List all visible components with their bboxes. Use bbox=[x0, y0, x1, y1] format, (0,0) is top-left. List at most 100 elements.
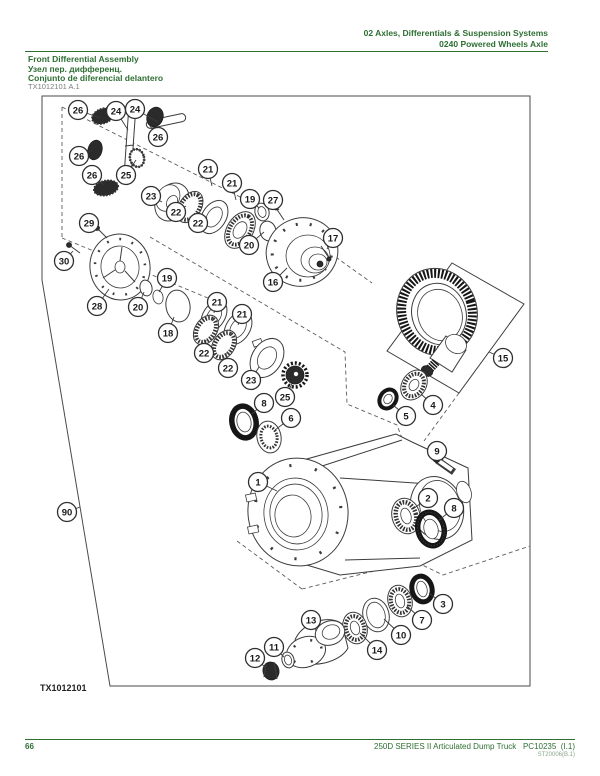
callout-number-23: 23 bbox=[246, 375, 257, 386]
callout-number-3: 3 bbox=[440, 599, 445, 610]
callout-number-11: 11 bbox=[269, 642, 280, 653]
callout-number-15: 15 bbox=[498, 353, 509, 364]
callout-number-4: 4 bbox=[430, 400, 436, 411]
callout-number-13: 13 bbox=[306, 615, 317, 626]
callout-number-24: 24 bbox=[130, 104, 141, 115]
callout-number-28: 28 bbox=[92, 301, 103, 312]
callout-number-22: 22 bbox=[223, 363, 234, 374]
footer-page-number: 66 bbox=[25, 742, 34, 751]
callout-2 bbox=[417, 487, 439, 509]
callout-8 bbox=[443, 497, 465, 519]
callout-22 bbox=[165, 201, 187, 223]
callout-25 bbox=[274, 386, 296, 408]
callout-15 bbox=[492, 347, 514, 369]
callout-number-10: 10 bbox=[396, 630, 407, 641]
callout-23 bbox=[240, 369, 262, 391]
callout-12 bbox=[244, 647, 266, 669]
callout-number-20: 20 bbox=[244, 240, 255, 251]
callout-8 bbox=[253, 392, 275, 414]
callout-24 bbox=[124, 98, 146, 120]
callout-number-25: 25 bbox=[121, 170, 132, 181]
figure-reference: TX1012101 A.1 bbox=[28, 82, 80, 91]
part-4-5-bearing-seal bbox=[377, 369, 428, 411]
callout-3 bbox=[432, 593, 454, 615]
diagram-frame bbox=[41, 95, 531, 687]
title-block: Front Differential Assembly Узел пер. ди… bbox=[28, 54, 164, 84]
footer-model: 250D SERIES II Articulated Dump Truck bbox=[374, 742, 517, 751]
callout-16 bbox=[262, 271, 284, 293]
callout-number-16: 16 bbox=[268, 277, 279, 288]
callout-number-22: 22 bbox=[171, 207, 182, 218]
callout-number-23: 23 bbox=[146, 191, 157, 202]
callout-number-26: 26 bbox=[73, 105, 84, 116]
callout-number-1: 1 bbox=[255, 477, 261, 488]
callout-number-26: 26 bbox=[74, 151, 85, 162]
callout-22 bbox=[187, 212, 209, 234]
callout-number-9: 9 bbox=[434, 446, 439, 457]
footer-issue: (I.1) bbox=[560, 742, 575, 751]
callout-19 bbox=[239, 188, 261, 210]
callout-23 bbox=[140, 185, 162, 207]
callout-7 bbox=[411, 609, 433, 631]
part-spider-group bbox=[87, 106, 187, 197]
figure-label: TX1012101 bbox=[40, 683, 87, 693]
callout-21 bbox=[206, 291, 228, 313]
part-2-8-bearing-seal bbox=[391, 497, 448, 549]
callout-number-19: 19 bbox=[245, 194, 256, 205]
callout-27 bbox=[262, 189, 284, 211]
callout-19 bbox=[156, 267, 178, 289]
callout-26 bbox=[81, 164, 103, 186]
footer-rule bbox=[25, 739, 575, 740]
callout-18 bbox=[157, 322, 179, 344]
callout-number-7: 7 bbox=[419, 615, 424, 626]
page-number: 66 bbox=[25, 742, 34, 751]
callout-number-21: 21 bbox=[237, 309, 248, 320]
callout-13 bbox=[300, 609, 322, 631]
callout-22 bbox=[193, 342, 215, 364]
callout-22 bbox=[217, 357, 239, 379]
callout-number-27: 27 bbox=[268, 195, 279, 206]
callout-number-19: 19 bbox=[162, 273, 173, 284]
callout-1 bbox=[247, 471, 269, 493]
callout-number-8: 8 bbox=[451, 503, 456, 514]
callout-11 bbox=[263, 636, 285, 658]
callout-26 bbox=[147, 126, 169, 148]
callout-21 bbox=[197, 158, 219, 180]
callout-6 bbox=[280, 407, 302, 429]
footer-stamp: ST20006(B.1) bbox=[537, 752, 575, 758]
callout-26 bbox=[67, 99, 89, 121]
running-header: 02 Axles, Differentials & Suspension Sys… bbox=[250, 28, 548, 50]
callout-number-90: 90 bbox=[62, 507, 73, 518]
callout-29 bbox=[78, 212, 100, 234]
callout-20 bbox=[238, 234, 260, 256]
callout-25 bbox=[115, 164, 137, 186]
callout-26 bbox=[68, 145, 90, 167]
callout-number-2: 2 bbox=[425, 493, 430, 504]
part-15-gear-set bbox=[386, 262, 525, 394]
part-28-cover bbox=[66, 225, 191, 323]
callout-14 bbox=[366, 639, 388, 661]
callout-5 bbox=[395, 405, 417, 427]
callout-10 bbox=[390, 624, 412, 646]
header-rule bbox=[25, 51, 548, 52]
callout-17 bbox=[322, 227, 344, 249]
part-lower-chain bbox=[192, 299, 309, 389]
callout-number-26: 26 bbox=[87, 170, 98, 181]
callout-number-30: 30 bbox=[59, 256, 70, 267]
callout-number-14: 14 bbox=[372, 645, 383, 656]
part-8-6-seals bbox=[229, 403, 282, 454]
callout-20 bbox=[127, 296, 149, 318]
callout-number-22: 22 bbox=[199, 348, 210, 359]
callout-30 bbox=[53, 250, 75, 272]
callout-28 bbox=[86, 295, 108, 317]
callout-number-8: 8 bbox=[261, 398, 266, 409]
callout-number-21: 21 bbox=[212, 297, 223, 308]
callout-number-29: 29 bbox=[84, 218, 95, 229]
callout-number-5: 5 bbox=[403, 411, 409, 422]
footer-right: 250D SERIES II Articulated Dump Truck PC… bbox=[175, 742, 575, 751]
title-es: Conjunto de diferencial delantero bbox=[28, 73, 164, 83]
header-line1: 02 Axles, Differentials & Suspension Sys… bbox=[363, 28, 548, 38]
